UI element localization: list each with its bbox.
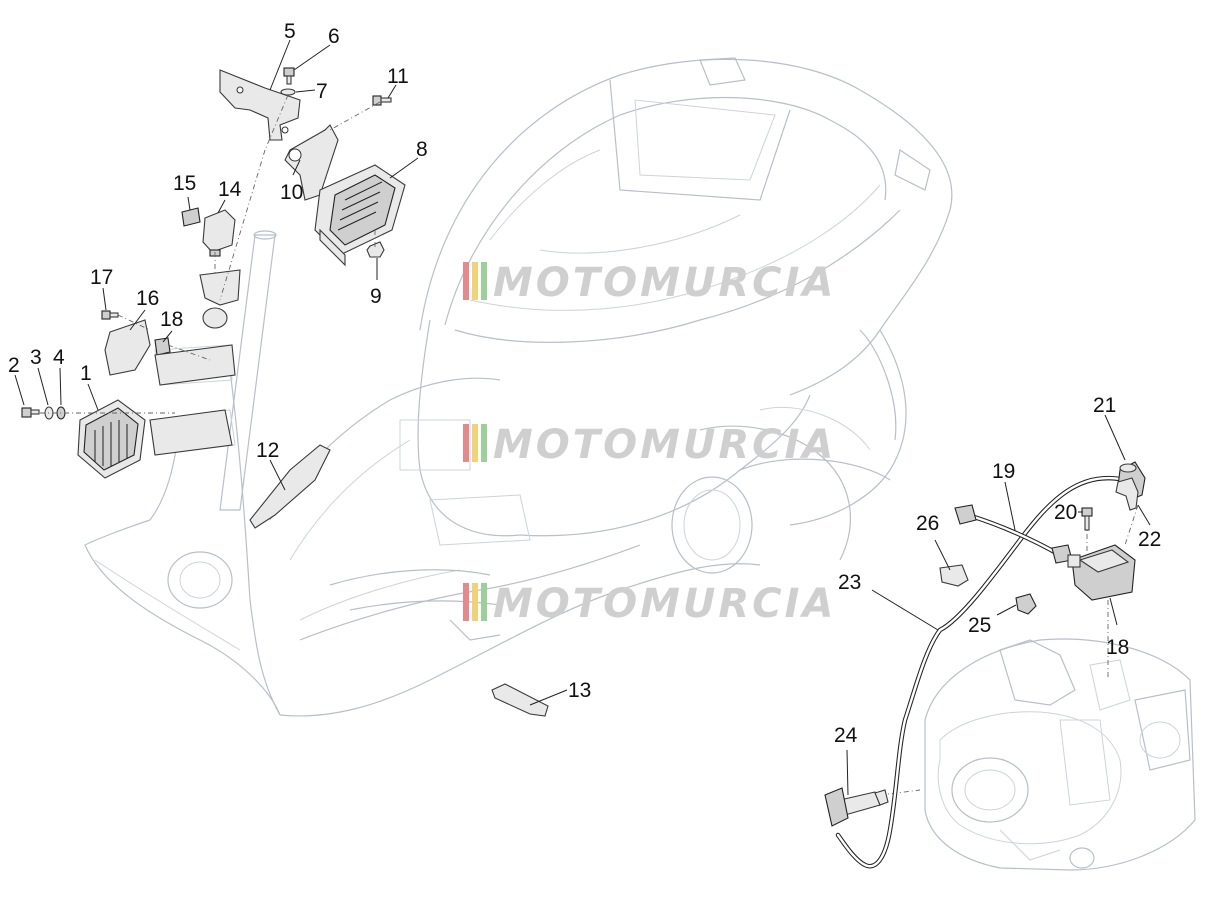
part-8-control-unit [314,164,406,267]
part-17-bolt [101,310,119,320]
callout-25: 25 [968,614,991,637]
part-23-ht-cable [835,475,1128,869]
watermark-text: MOTOMURCIA [493,581,836,627]
part-18-ignition-coil [1067,544,1136,601]
part-9-nut [366,241,385,258]
callout-15: 15 [173,172,196,195]
watermark-text: MOTOMURCIA [493,422,836,468]
watermark-stripe [463,262,469,300]
watermark-3: MOTOMURCIA [463,581,836,627]
callout-26: 26 [916,512,939,535]
part-18-connector-left [154,337,171,356]
watermark-text: MOTOMURCIA [493,260,836,306]
engine-outline [924,638,1196,871]
callout-3: 3 [30,346,42,369]
callout-18-right: 18 [1106,636,1129,659]
watermark-stripe [463,583,469,621]
callout-18-left: 18 [160,308,183,331]
frame-bracket-lower [149,409,233,456]
callout-8: 8 [416,138,428,161]
part-15-clip [181,207,201,227]
part-20-bolt [1081,507,1093,531]
callout-labels: 5 6 7 11 8 9 10 14 15 17 16 18 2 3 4 1 1… [8,20,1161,747]
part-11-bolt [372,95,392,106]
callout-21: 21 [1093,394,1116,417]
watermark-2: MOTOMURCIA [463,422,836,468]
part-16-plate [104,319,151,376]
part-5-bracket [219,69,301,141]
assembly-lines [40,94,1139,796]
callout-22: 22 [1138,528,1161,551]
callout-16: 16 [136,287,159,310]
watermark-stripe [481,424,487,462]
watermark-stripe [472,424,478,462]
callout-17: 17 [90,266,113,289]
part-22-connector [1115,477,1139,511]
callout-2: 2 [8,354,20,377]
watermark-stripe [472,583,478,621]
leader-lines [14,39,1151,796]
part-2-bolt [21,407,40,418]
callout-11: 11 [387,65,409,88]
part-24-spark-plug [824,787,889,827]
part-7-washer [280,88,296,96]
callout-1: 1 [80,362,92,385]
bracket-clamp [199,269,241,306]
callout-4: 4 [53,346,65,369]
frame-bracket-upper [154,344,236,386]
watermark-1: MOTOMURCIA [463,260,836,306]
callout-10: 10 [280,181,303,204]
part-12-cover [249,444,331,529]
part-14-relay [202,209,236,257]
part-10-hole [288,148,302,162]
part-19-wire-harness [954,504,1073,564]
part-13-cover [491,683,549,717]
watermark-stripe [481,583,487,621]
watermark-stripe [463,424,469,462]
callout-14: 14 [218,178,242,201]
callout-23: 23 [838,571,861,594]
callout-19: 19 [992,460,1015,483]
part-1-voltage-regulator [77,399,146,479]
callout-13: 13 [568,679,591,702]
callout-5: 5 [284,20,296,43]
bracket-ring [202,307,228,329]
part-6-bolt [283,67,295,85]
watermark-stripe [481,262,487,300]
part-26-clip [939,564,969,587]
callout-24: 24 [834,724,858,747]
callout-12: 12 [256,439,279,462]
callout-9: 9 [370,285,382,308]
watermark-stripe [472,262,478,300]
callout-6: 6 [328,25,340,48]
callout-7: 7 [316,80,328,103]
part-25-clip [1015,593,1037,615]
callout-20: 20 [1054,501,1077,524]
